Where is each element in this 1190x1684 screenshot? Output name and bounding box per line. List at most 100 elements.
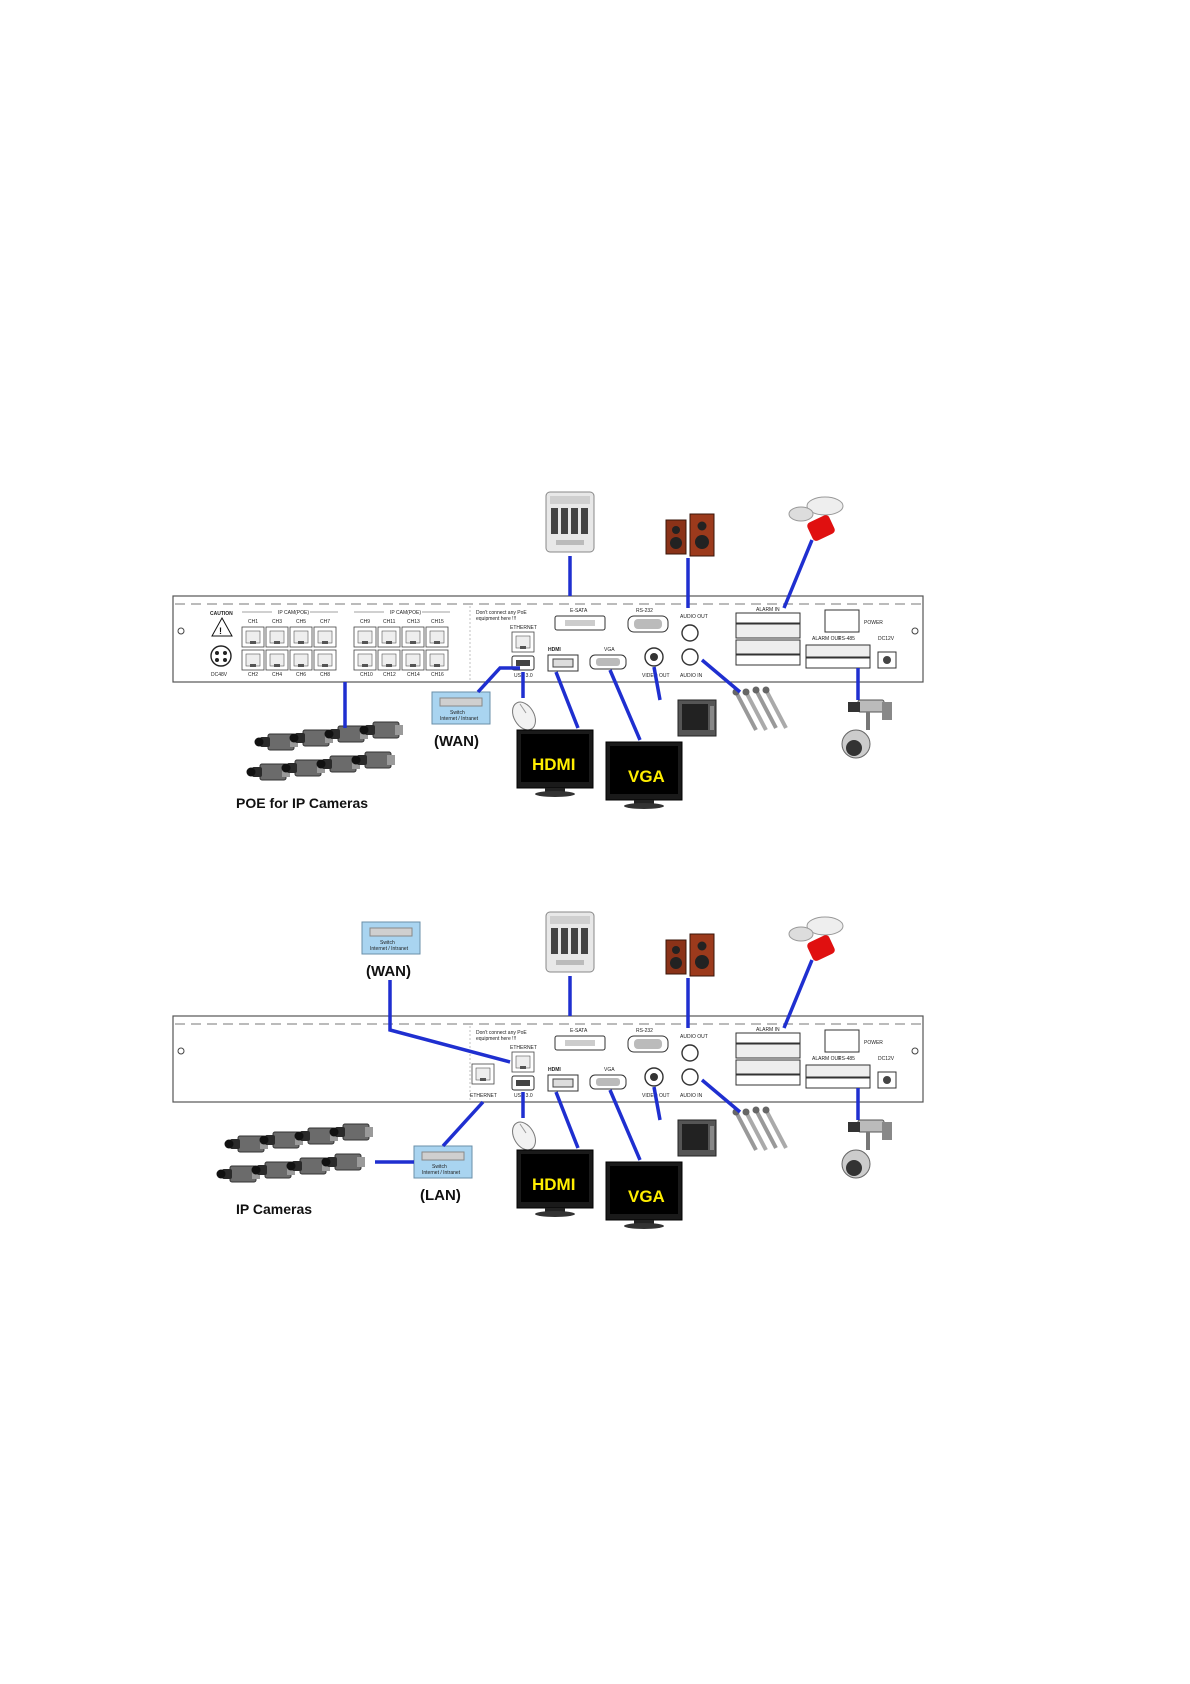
- cctv-monitor-2: [677, 1119, 717, 1157]
- vga-monitor: VGA: [605, 741, 683, 810]
- hdmi-port-2[interactable]: HDMI: [547, 1067, 579, 1092]
- connection-cables: [343, 539, 860, 741]
- svg-text:DC12V: DC12V: [878, 1056, 895, 1062]
- ip-cam-poe-label-b: IP CAM(POE): [390, 610, 421, 616]
- microphones-2: [730, 1104, 788, 1152]
- svg-text:RS-485: RS-485: [838, 1056, 855, 1062]
- svg-text:AUDIO IN: AUDIO IN: [680, 673, 703, 679]
- svg-text:DC48V: DC48V: [211, 672, 228, 678]
- hdmi-tv-2: HDMI: [516, 1149, 594, 1218]
- ethernet-port-left[interactable]: ETHERNET: [470, 1063, 497, 1099]
- wan-label-2: (WAN): [366, 963, 411, 980]
- svg-text:RS-485: RS-485: [838, 636, 855, 642]
- svg-text:CH8: CH8: [320, 672, 330, 678]
- dc12v-port[interactable]: DC12V: [877, 636, 897, 669]
- ptz-camera-2: [841, 1119, 893, 1179]
- ethernet-port[interactable]: ETHERNET: [510, 625, 537, 653]
- hdmi-port[interactable]: HDMI: [547, 647, 579, 672]
- svg-text:AUDIO OUT: AUDIO OUT: [680, 614, 708, 620]
- speakers-2: [665, 933, 715, 977]
- power-area: POWER: [824, 609, 883, 633]
- svg-text:CH4: CH4: [272, 672, 282, 678]
- dc48v-port[interactable]: DC48V: [210, 645, 232, 678]
- svg-text:CH6: CH6: [296, 672, 306, 678]
- svg-text:ETHERNET: ETHERNET: [510, 625, 537, 631]
- power-area-2: POWER: [824, 1029, 883, 1053]
- ethernet-port-top[interactable]: ETHERNET: [510, 1045, 537, 1073]
- vga-port[interactable]: VGA: [589, 647, 627, 670]
- svg-text:CH12: CH12: [383, 672, 396, 678]
- microphones: [730, 684, 788, 732]
- svg-text:HDMI: HDMI: [532, 755, 575, 774]
- ip-cam-poe-label-a: IP CAM(POE): [278, 610, 309, 616]
- poe-warning-line2: equipment here !!!: [476, 616, 516, 622]
- audio-out-port[interactable]: AUDIO OUT: [680, 614, 708, 642]
- svg-text:HDMI: HDMI: [548, 647, 561, 653]
- audio-out-port-2[interactable]: AUDIO OUT: [680, 1034, 708, 1062]
- poe-caption: POE for IP Cameras: [236, 795, 368, 811]
- poe-channel-labels-a: CH1 CH3 CH5 CH7 CH2 CH4 CH6 CH8: [248, 619, 330, 678]
- lan-label: (LAN): [420, 1187, 461, 1204]
- esata-port[interactable]: E-SATA: [554, 608, 606, 631]
- svg-text:AUDIO OUT: AUDIO OUT: [680, 1034, 708, 1040]
- svg-text:Switch: Switch: [432, 1164, 447, 1170]
- svg-text:CH16: CH16: [431, 672, 444, 678]
- dc12v-port-2[interactable]: DC12V: [877, 1056, 897, 1089]
- diagram-lan: Don't connect any PoE equipment here !!!…: [172, 911, 924, 1230]
- svg-text:Internet / Intranet: Internet / Intranet: [440, 716, 479, 722]
- nas-storage-2: [545, 911, 595, 973]
- vga-monitor-2: VGA: [605, 1161, 683, 1230]
- usb-mouse-2: [507, 1117, 541, 1155]
- alarm-siren: [788, 496, 844, 543]
- svg-text:Internet / Intranet: Internet / Intranet: [422, 1170, 461, 1176]
- connection-cables-2: [375, 959, 860, 1164]
- svg-text:CH7: CH7: [320, 619, 330, 625]
- alarm-in-terminals-2[interactable]: ALARM IN: [735, 1027, 801, 1086]
- svg-text:VGA: VGA: [604, 647, 615, 653]
- svg-text:CH11: CH11: [383, 619, 396, 625]
- svg-text:ALARM OUT: ALARM OUT: [812, 1056, 841, 1062]
- lan-warning-line2: equipment here !!!: [476, 1036, 516, 1042]
- alarm-in-terminals[interactable]: ALARM IN: [735, 607, 801, 666]
- esata-port-2[interactable]: E-SATA: [554, 1028, 606, 1051]
- svg-text:E-SATA: E-SATA: [570, 1028, 588, 1034]
- svg-text:ALARM OUT: ALARM OUT: [812, 636, 841, 642]
- svg-text:ETHERNET: ETHERNET: [510, 1045, 537, 1051]
- svg-text:RS-232: RS-232: [636, 608, 653, 614]
- diagram-poe: CAUTION ! DC48V IP CAM(POE) CH1 CH3 CH5 …: [172, 491, 924, 811]
- wan-label: (WAN): [434, 733, 479, 750]
- network-switch-wan: Switch Internet / Intranet: [431, 691, 491, 725]
- rs232-port[interactable]: RS-232: [627, 608, 669, 633]
- rs232-port-2[interactable]: RS-232: [627, 1028, 669, 1053]
- speakers: [665, 513, 715, 557]
- svg-text:VGA: VGA: [628, 767, 665, 786]
- ip-camera-group: [246, 721, 404, 781]
- caution-label: CAUTION !: [210, 611, 233, 637]
- svg-text:ALARM IN: ALARM IN: [756, 607, 780, 613]
- audio-in-port-2[interactable]: AUDIO IN: [680, 1068, 703, 1099]
- poe-warning-line1: Don't connect any PoE: [476, 610, 527, 616]
- alarm-out-terminals-2[interactable]: ALARM OUT RS-485: [805, 1056, 871, 1089]
- svg-text:CH13: CH13: [407, 619, 420, 625]
- svg-text:ETHERNET: ETHERNET: [470, 1093, 497, 1099]
- lan-warning-line1: Don't connect any PoE: [476, 1030, 527, 1036]
- svg-text:CH3: CH3: [272, 619, 282, 625]
- alarm-siren-2: [788, 916, 844, 963]
- ip-cameras-caption: IP Cameras: [236, 1201, 312, 1217]
- svg-text:HDMI: HDMI: [532, 1175, 575, 1194]
- cctv-monitor: [677, 699, 717, 737]
- svg-text:AUDIO IN: AUDIO IN: [680, 1093, 703, 1099]
- usb-mouse: [507, 697, 541, 735]
- svg-text:Switch: Switch: [380, 940, 395, 946]
- audio-in-port[interactable]: AUDIO IN: [680, 648, 703, 679]
- svg-text:CH9: CH9: [360, 619, 370, 625]
- alarm-out-terminals[interactable]: ALARM OUT RS-485: [805, 636, 871, 669]
- svg-text:CH2: CH2: [248, 672, 258, 678]
- vga-port-2[interactable]: VGA: [589, 1067, 627, 1090]
- svg-text:HDMI: HDMI: [548, 1067, 561, 1073]
- nas-storage: [545, 491, 595, 553]
- svg-text:!: !: [219, 626, 222, 636]
- svg-text:CAUTION: CAUTION: [210, 611, 233, 617]
- svg-text:CH15: CH15: [431, 619, 444, 625]
